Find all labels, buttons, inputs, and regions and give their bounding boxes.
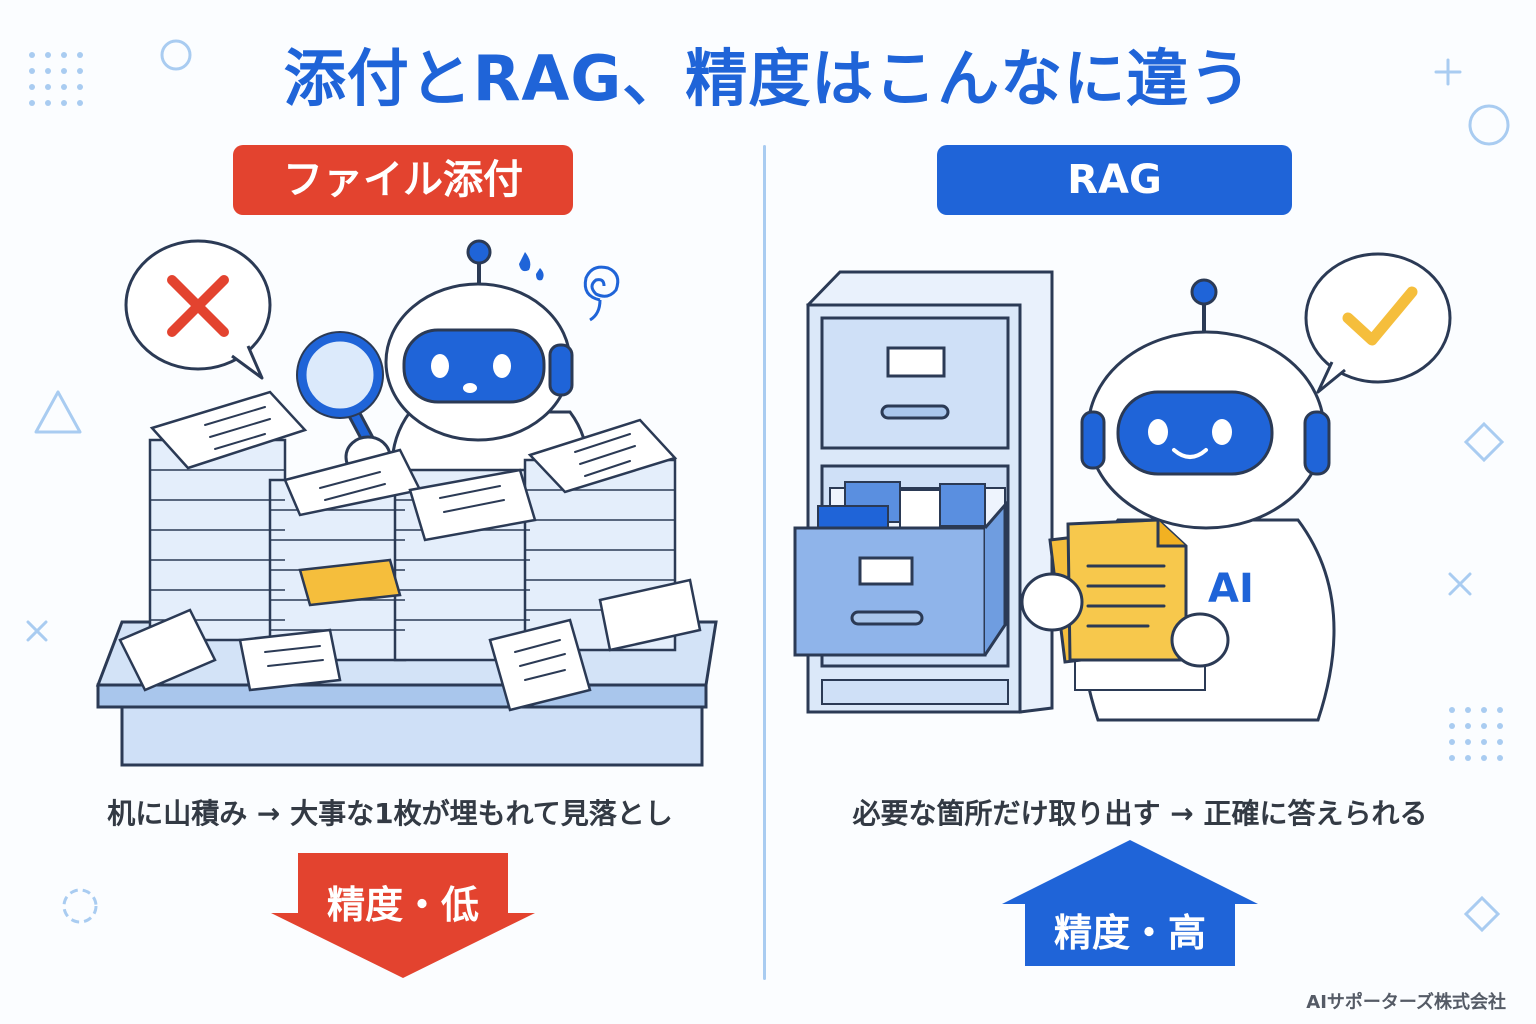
page-title: 添付とRAG、精度はこんなに違う xyxy=(283,42,1253,115)
ring-deco xyxy=(160,39,192,71)
file-attach-label: ファイル添付 xyxy=(233,145,573,215)
confused-icon xyxy=(519,252,620,322)
cross-icon xyxy=(167,275,229,337)
document-icon xyxy=(1020,518,1230,691)
open-drawer xyxy=(793,481,1007,657)
accuracy-high-label: 精度・高 xyxy=(1053,911,1206,955)
cross-deco xyxy=(1448,572,1472,596)
robot-badge: AI xyxy=(1208,566,1254,612)
center-divider xyxy=(763,145,766,980)
dot-grid-right xyxy=(1449,707,1503,761)
paper-piles xyxy=(118,390,702,712)
plus-deco xyxy=(1434,58,1462,86)
ring-deco xyxy=(1468,104,1510,146)
speech-bubble-right xyxy=(1304,252,1452,394)
up-arrow-icon xyxy=(1002,840,1258,966)
speech-bubble-left xyxy=(124,239,272,380)
diamond-deco xyxy=(1463,421,1505,463)
paper-lines xyxy=(204,406,636,681)
diamond-deco xyxy=(1463,895,1501,933)
ring-deco xyxy=(62,888,98,924)
dot-grid-top-left xyxy=(29,52,83,106)
down-arrow-icon xyxy=(271,853,535,978)
cross-deco xyxy=(26,620,48,642)
triangle-deco xyxy=(34,390,82,434)
right-caption: 必要な箇所だけ取り出す → 正確に答えられる xyxy=(852,797,1428,830)
rag-label: RAG xyxy=(937,145,1292,215)
left-caption: 机に山積み → 大事な1枚が埋もれて見落とし xyxy=(107,797,673,830)
company-name: AIサポーターズ株式会社 xyxy=(1306,992,1506,1013)
check-icon xyxy=(1342,286,1418,346)
accuracy-low-label: 精度・低 xyxy=(326,883,479,927)
